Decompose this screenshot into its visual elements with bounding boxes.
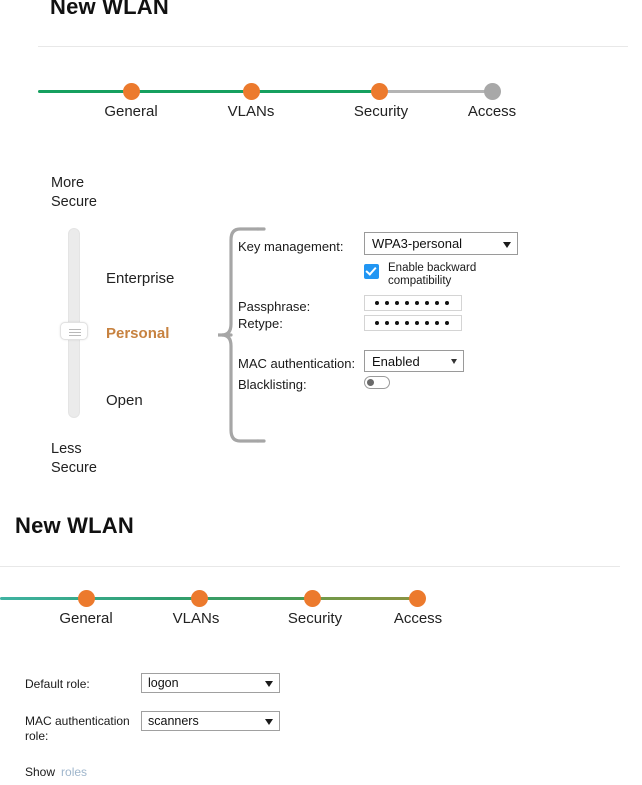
key-management-select[interactable]: WPA3-personal <box>364 232 518 255</box>
default-role-value: logon <box>148 676 179 690</box>
step-dot-access[interactable] <box>408 590 426 607</box>
mask-dot <box>375 301 379 305</box>
security-level-slider-handle[interactable] <box>60 322 88 340</box>
page-title-access: New WLAN <box>15 513 134 538</box>
mac-authentication-role-select[interactable]: scanners <box>141 711 280 731</box>
mask-dot <box>405 301 409 305</box>
stepper-line-current <box>312 597 417 600</box>
stepper-line-completed <box>0 597 312 600</box>
security-level-open[interactable]: Open <box>106 392 143 409</box>
mask-dot <box>405 321 409 325</box>
mask-dot <box>385 321 389 325</box>
stepper-line-completed <box>38 90 380 93</box>
chevron-down-icon <box>451 359 457 364</box>
bracket-connector-icon <box>218 226 266 444</box>
mac-authentication-value: Enabled <box>372 354 420 369</box>
step-label-security[interactable]: Security <box>287 610 343 627</box>
step-label-general[interactable]: General <box>104 103 158 120</box>
slider-caption-more-secure: More Secure <box>51 175 97 210</box>
grip-line-icon <box>69 332 81 333</box>
security-level-personal[interactable]: Personal <box>106 325 170 342</box>
show-label: Show <box>25 765 56 779</box>
mac-authentication-label: MAC authentication: <box>238 356 356 371</box>
mask-dot <box>425 321 429 325</box>
mask-dot <box>375 321 379 325</box>
key-management-value: WPA3-personal <box>372 236 463 251</box>
step-label-access[interactable]: Access <box>393 610 443 627</box>
mac-authentication-select[interactable]: Enabled <box>364 350 464 372</box>
mask-dot <box>395 301 399 305</box>
step-label-vlans[interactable]: VLANs <box>172 610 220 627</box>
step-label-vlans[interactable]: VLANs <box>227 103 275 120</box>
chevron-down-icon <box>503 241 511 248</box>
step-label-access[interactable]: Access <box>467 103 517 120</box>
step-dot-vlans[interactable] <box>242 83 260 100</box>
mask-dot <box>415 321 419 325</box>
key-management-label: Key management: <box>238 239 344 254</box>
grip-line-icon <box>69 335 81 336</box>
title-divider-1 <box>38 46 628 47</box>
step-label-general[interactable]: General <box>59 610 113 627</box>
chevron-down-icon <box>265 681 273 687</box>
default-role-label: Default role: <box>25 677 90 691</box>
security-level-enterprise[interactable]: Enterprise <box>106 270 175 287</box>
page-title-security: New WLAN <box>50 0 169 19</box>
backward-compatibility-label: Enable backward compatibility <box>388 262 477 287</box>
step-dot-access[interactable] <box>483 83 501 100</box>
slider-caption-less-secure: Less Secure <box>51 441 97 476</box>
toggle-knob <box>367 379 374 386</box>
title-divider-2 <box>0 566 620 567</box>
wizard-stepper-access: General VLANs Security Access <box>0 585 642 631</box>
show-roles-row: Show roles <box>25 765 87 779</box>
passphrase-label: Passphrase: <box>238 299 311 314</box>
mask-dot <box>435 321 439 325</box>
retype-input[interactable] <box>364 315 462 331</box>
blacklisting-label: Blacklisting: <box>238 377 307 392</box>
step-dot-general[interactable] <box>122 83 140 100</box>
step-dot-security[interactable] <box>370 83 388 100</box>
mask-dot <box>425 301 429 305</box>
backward-compatibility-checkbox[interactable] <box>364 264 379 279</box>
mask-dot <box>435 301 439 305</box>
mask-dot <box>445 321 449 325</box>
mac-authentication-role-value: scanners <box>148 714 199 728</box>
chevron-down-icon <box>265 719 273 725</box>
mask-dot <box>395 321 399 325</box>
mac-authentication-role-label: MAC authentication role: <box>25 714 130 743</box>
stepper-line-pending <box>380 90 492 93</box>
passphrase-input[interactable] <box>364 295 462 311</box>
wizard-stepper-security: General VLANs Security Access <box>0 78 642 124</box>
mask-dot <box>445 301 449 305</box>
mask-dot <box>415 301 419 305</box>
grip-line-icon <box>69 329 81 330</box>
retype-label: Retype: <box>238 316 283 331</box>
roles-link[interactable]: roles <box>61 765 88 779</box>
step-label-security[interactable]: Security <box>353 103 409 120</box>
mask-dot <box>385 301 389 305</box>
step-dot-security[interactable] <box>303 590 321 607</box>
step-dot-vlans[interactable] <box>190 590 208 607</box>
step-dot-general[interactable] <box>77 590 95 607</box>
default-role-select[interactable]: logon <box>141 673 280 693</box>
blacklisting-toggle[interactable] <box>364 376 390 389</box>
